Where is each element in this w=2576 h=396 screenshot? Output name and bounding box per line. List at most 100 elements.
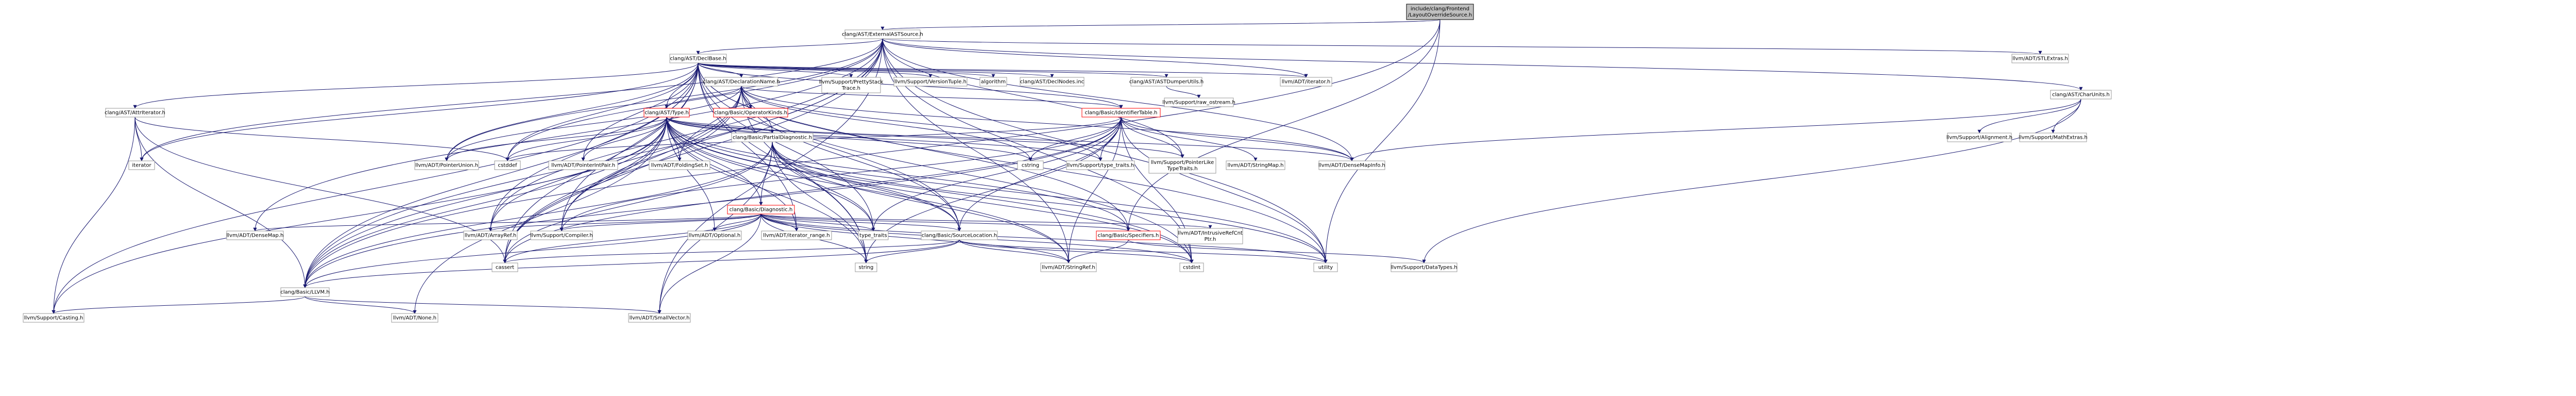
node-box-densemap (226, 230, 284, 240)
node-foldingset[interactable]: llvm/ADT/FoldingSet.h (649, 160, 710, 170)
node-label-compiler-0: llvm/Support/Compiler.h (530, 233, 592, 239)
node-string[interactable]: string (855, 262, 877, 272)
node-label-ptrunion-0: llvm/ADT/PointerUnion.h (415, 163, 478, 169)
edge-ext-to-compiler (560, 38, 883, 232)
node-versiontuple[interactable]: llvm/Support/VersionTuple.h (893, 77, 968, 87)
node-stringmap[interactable]: llvm/ADT/StringMap.h (1226, 160, 1285, 170)
edge-type-to-none (413, 117, 667, 314)
node-adtiterator[interactable]: llvm/ADT/iterator.h (1280, 77, 1332, 87)
node-box-iterrange (761, 230, 832, 240)
edge-declname-to-cassert (503, 86, 742, 263)
node-typetraits[interactable]: type_traits (858, 230, 889, 240)
edge-declbase-to-prettystack (698, 62, 853, 78)
edge-declbase-to-declnodes (698, 62, 1054, 78)
node-typetraitsllvm[interactable]: llvm/Support/type_traits.h (1066, 160, 1135, 170)
node-casting[interactable]: llvm/Support/Casting.h (23, 313, 84, 323)
node-ptrintpair[interactable]: llvm/ADT/PointerIntPair.h (548, 160, 618, 170)
node-arrayref[interactable]: llvm/ADT/ArrayRef.h (463, 230, 518, 240)
node-attriter[interactable]: clang/AST/AttrIterator.h (105, 108, 165, 118)
node-algorithm[interactable]: algorithm (979, 77, 1007, 87)
node-declnodes[interactable]: clang/AST/DeclNodes.inc (1020, 77, 1084, 87)
node-box-ptrunion (414, 160, 479, 170)
node-specifiers[interactable]: clang/Basic/Specifiers.h (1096, 230, 1161, 240)
node-ext[interactable]: clang/AST/ExternalASTSource.h (842, 29, 923, 39)
edge-declbase-to-typetraits (698, 62, 875, 232)
edge-ext-to-ptrunion (445, 38, 883, 161)
node-declbase[interactable]: clang/AST/DeclBase.h (669, 54, 727, 63)
node-optional[interactable]: llvm/ADT/Optional.h (687, 230, 742, 240)
node-label-typetraits-0: type_traits (859, 233, 887, 239)
node-stlextras[interactable]: llvm/ADT/STLExtras.h (2011, 54, 2069, 63)
node-box-algorithm (979, 77, 1007, 87)
edge-llvmh-to-casting (52, 296, 306, 314)
edge-declbase-to-ptrunion (445, 62, 699, 161)
edge-declname-to-cstring (741, 86, 1032, 161)
edge-diagnostic-to-cassert (503, 213, 761, 263)
node-iterator[interactable]: iterator (128, 160, 155, 170)
edge-declname-to-identtable (741, 86, 1123, 109)
edge-ext-to-adtiterator (882, 38, 1308, 78)
node-cassert[interactable]: cassert (492, 262, 518, 272)
node-diagnostic[interactable]: clang/Basic/Diagnostic.h (727, 205, 795, 214)
node-identtable[interactable]: clang/Basic/IdentifierTable.h (1081, 108, 1161, 118)
edge-charunits-to-alignment (1977, 98, 2081, 134)
node-label-ptrliketraits-1: TypeTraits.h (1166, 166, 1197, 172)
node-charunits[interactable]: clang/AST/CharUnits.h (2050, 90, 2112, 100)
node-densemap[interactable]: llvm/ADT/DenseMap.h (226, 230, 284, 240)
edge-ext-to-charunits (882, 38, 2083, 91)
edge-diagnostic-to-specifiers (760, 213, 1130, 232)
node-box-arrayref (463, 230, 518, 240)
node-opkinds[interactable]: clang/Basic/OperatorKinds.h (713, 108, 788, 118)
node-mathextras[interactable]: llvm/Support/MathExtras.h (2019, 133, 2088, 142)
node-ptrunion[interactable]: llvm/ADT/PointerUnion.h (414, 160, 479, 170)
node-partialdiag[interactable]: clang/Basic/PartialDiagnostic.h (731, 133, 814, 142)
node-box-specifiers (1096, 230, 1161, 240)
edge-identtable-to-typetraits (871, 117, 1122, 232)
node-astdumper[interactable]: clang/AST/ASTDumperUtils.h (1129, 77, 1204, 87)
node-box-versiontuple (893, 77, 968, 87)
node-iterrange[interactable]: llvm/ADT/iterator_range.h (761, 230, 832, 240)
node-label-declbase-0: clang/AST/DeclBase.h (670, 56, 726, 62)
edge-diagnostic-to-typetraits (760, 213, 875, 232)
node-label-specifiers-0: clang/Basic/Specifiers.h (1098, 233, 1159, 239)
edge-declbase-to-ptrintpair (581, 62, 699, 161)
node-cstdint[interactable]: cstdint (1179, 262, 1204, 272)
edge-diagnostic-to-srcloc (760, 213, 961, 232)
node-datatypes[interactable]: llvm/Support/DataTypes.h (1391, 262, 1458, 272)
edge-partialdiag-to-string (772, 141, 868, 263)
edge-type-to-ptrintpair (581, 117, 667, 161)
node-cstddef[interactable]: cstddef (494, 160, 521, 170)
node-smallvector[interactable]: llvm/ADT/SmallVector.h (628, 313, 691, 323)
node-utility[interactable]: utility (1313, 262, 1338, 272)
edge-identtable-to-srcloc (957, 117, 1122, 232)
node-box-casting (23, 313, 84, 323)
node-none[interactable]: llvm/ADT/None.h (391, 313, 438, 323)
edge-type-to-string (666, 117, 868, 263)
node-compiler[interactable]: llvm/Support/Compiler.h (530, 230, 593, 240)
edge-diagnostic-to-arrayref (488, 213, 761, 232)
node-type[interactable]: clang/AST/Type.h (643, 108, 690, 118)
node-rawostream[interactable]: llvm/Support/raw_ostream.h (1162, 97, 1235, 107)
node-box-datatypes (1391, 262, 1458, 272)
node-llvmh[interactable]: clang/Basic/LLVM.h (280, 287, 330, 297)
edge-diagnostic-to-stringref (760, 213, 1071, 263)
edge-type-to-optional (666, 117, 717, 232)
node-label-type-0: clang/AST/Type.h (645, 110, 689, 116)
node-cstring[interactable]: cstring (1017, 160, 1044, 170)
node-alignment[interactable]: llvm/Support/Alignment.h (1946, 133, 2012, 142)
node-declname[interactable]: clang/AST/DeclarationName.h (703, 77, 780, 87)
edge-root-to-llvmh (303, 19, 1440, 288)
node-box-none (391, 313, 438, 323)
node-label-cstddef-0: cstddef (498, 163, 517, 169)
node-label-cstdint-0: cstdint (1183, 265, 1200, 271)
node-box-stringref (1040, 262, 1097, 272)
node-densemapinfo[interactable]: llvm/ADT/DenseMapInfo.h (1318, 160, 1385, 170)
node-label-versiontuple-0: llvm/Support/VersionTuple.h (894, 79, 967, 85)
edge-type-to-utility (666, 117, 1328, 263)
node-stringref[interactable]: llvm/ADT/StringRef.h (1040, 262, 1097, 272)
node-srcloc[interactable]: clang/Basic/SourceLocation.h (921, 230, 998, 240)
node-box-ptrliketraits (1148, 157, 1216, 174)
